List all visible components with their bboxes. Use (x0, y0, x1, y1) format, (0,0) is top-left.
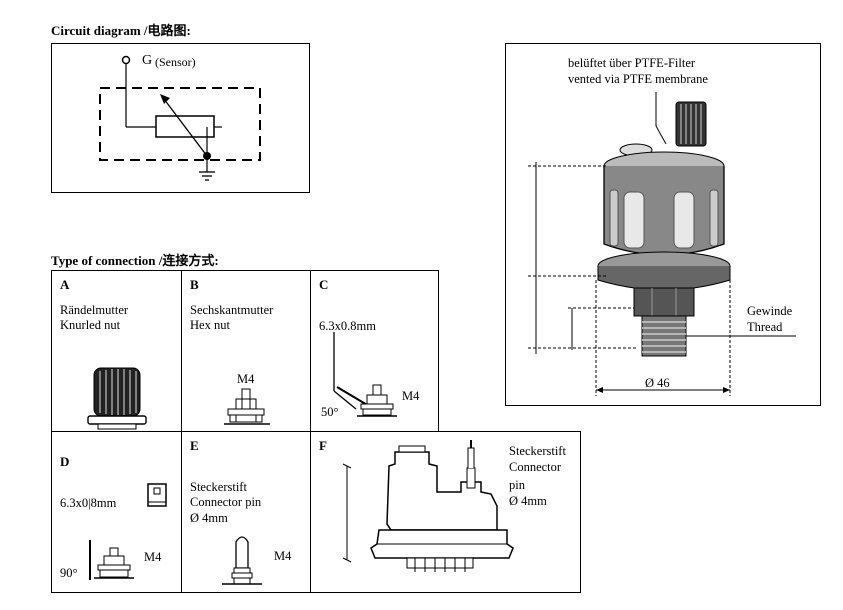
sensor-with-pin-drawing (342, 440, 514, 572)
cell-letter: D (60, 454, 70, 469)
cell-letter: E (190, 438, 199, 453)
connection-cell-b: B Sechskantmutter Hex nut M4 (181, 270, 311, 432)
cell-c-dim: 6.3x0.8mm (319, 319, 376, 333)
cell-f-line4: Ø 4mm (509, 494, 547, 508)
connection-cell-d: D 6.3x0|8mm M4 90° (51, 431, 182, 593)
connection-heading: Type of connection /连接方式: (51, 253, 219, 268)
connector-pin-drawing (222, 536, 262, 585)
hex-nut-drawing (224, 388, 270, 425)
cell-d-dim: 6.3x0|8mm (60, 496, 117, 510)
cell-letter: F (319, 438, 327, 453)
connection-cell-c: C 6.3x0.8mm M4 50° (310, 270, 439, 432)
filter-label-de: belüftet über PTFE-Filter (568, 56, 696, 70)
cell-e-line1: Steckerstift (190, 480, 247, 494)
connection-cell-f: F Steckerstift Connector pin Ø 4mm (310, 431, 581, 593)
g-label: G (142, 53, 153, 68)
cell-f-line1: Steckerstift (509, 444, 566, 458)
cell-letter: B (190, 277, 199, 292)
cell-b-line2: Hex nut (190, 318, 230, 332)
angle-label: 50° (321, 405, 339, 419)
pressure-sensor-drawing (528, 92, 796, 396)
cell-e-line2: Connector pin (190, 495, 262, 509)
circuit-diagram (99, 55, 261, 181)
m4-label: M4 (237, 372, 255, 386)
angle-label: 90° (60, 566, 78, 580)
m4-label: M4 (402, 389, 420, 403)
cell-b-line1: Sechskantmutter (190, 303, 274, 317)
sensor-drawing-box: belüftet über PTFE-Filter vented via PTF… (505, 43, 821, 406)
filter-label-en: vented via PTFE membrane (568, 72, 708, 86)
angled-tab-drawing (333, 332, 397, 417)
m4-label: M4 (144, 550, 162, 564)
diameter-label: Ø 46 (645, 376, 670, 390)
sensor-label: (Sensor) (155, 55, 196, 69)
cell-letter: A (60, 277, 70, 292)
cell-letter: C (319, 277, 329, 292)
straight-tab-drawing (89, 483, 167, 580)
connection-cell-e: E Steckerstift Connector pin Ø 4mm M4 (181, 431, 311, 593)
cell-f-line3: pin (509, 478, 525, 492)
cell-e-line3: Ø 4mm (190, 511, 228, 525)
connection-cell-a: A Rändelmutter Knurled nut (51, 270, 182, 432)
cell-f-line2: Connector (509, 460, 562, 474)
thread-label-de: Gewinde (747, 304, 793, 318)
thread-label-en: Thread (747, 320, 783, 334)
circuit-heading: Circuit diagram /电路图: (51, 23, 191, 38)
cell-a-line2: Knurled nut (60, 318, 121, 332)
cell-a-line1: Rändelmutter (60, 303, 129, 317)
knurled-nut-drawing (87, 367, 147, 430)
circuit-diagram-box: G (Sensor) (51, 43, 310, 193)
m4-label: M4 (274, 549, 292, 563)
